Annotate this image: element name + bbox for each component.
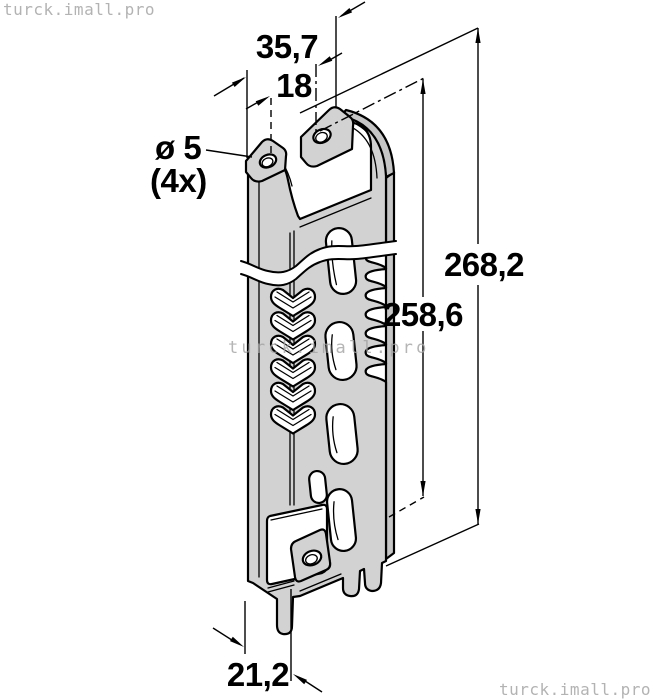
dimension-depth: 21,2 xyxy=(212,589,323,693)
dimension-label-height-to-hole-axis: 258,6 xyxy=(383,296,463,333)
oval-slot xyxy=(324,320,358,382)
dimension-hole-diameter: ø 5 (4x) xyxy=(150,129,253,199)
dimension-height-to-hole-axis: 258,6 xyxy=(319,77,464,518)
mounting-hole-right xyxy=(312,127,332,145)
tab-hole xyxy=(301,549,323,567)
dimension-hole-spacing: 18 xyxy=(245,52,343,156)
watermark-center: turck.imall.pro xyxy=(228,338,430,358)
dimension-outer-width: 35,7 xyxy=(213,1,366,158)
watermark-top-left: turck.imall.pro xyxy=(3,0,155,19)
oval-slot xyxy=(325,488,358,553)
dimension-label-depth: 21,2 xyxy=(227,656,289,693)
dimension-label-outer-width: 35,7 xyxy=(256,28,318,65)
mounting-hole-left xyxy=(258,153,278,169)
watermark-bottom-right: turck.imall.pro xyxy=(499,680,651,699)
mounting-tab-right xyxy=(299,106,355,168)
mounting-tab-left xyxy=(244,138,288,183)
dimension-label-hole-spacing: 18 xyxy=(276,67,312,104)
dimension-label-hole-diameter: ø 5 xyxy=(155,129,201,166)
dimension-overall-height: 268,2 xyxy=(299,27,525,567)
oval-slot xyxy=(325,402,359,466)
break-line xyxy=(240,240,397,287)
oval-slots xyxy=(308,227,359,553)
bent-tab xyxy=(289,528,332,583)
dimension-label-hole-count: (4x) xyxy=(150,162,207,199)
bottom-window xyxy=(265,503,332,593)
dimension-label-overall-height: 268,2 xyxy=(444,246,524,283)
oval-slot-small xyxy=(308,469,328,505)
